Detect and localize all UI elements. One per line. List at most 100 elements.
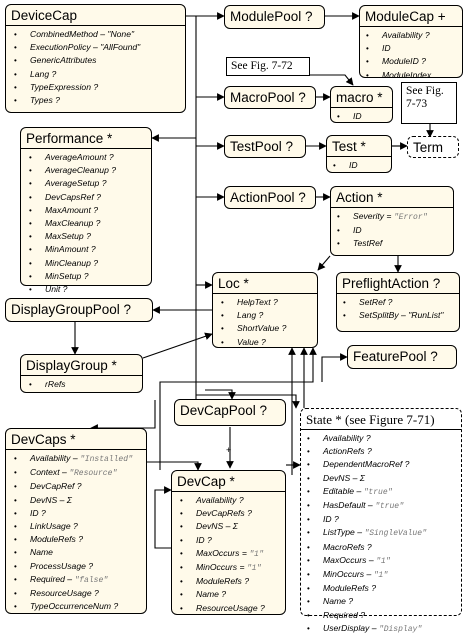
actionpool-box: ActionPool ? [224, 186, 316, 209]
devcaps-box: DevCaps * Availability – "Installed" Con… [5, 428, 147, 614]
action-box: Action * Severity = "Error" ID TestRef [330, 186, 454, 256]
arrow-to-devcaps [90, 400, 156, 432]
devcap-maxoccurs-value: "1" [249, 549, 264, 559]
featurepool-box: FeaturePool ? [347, 345, 457, 369]
devcaps-attr: DevNS – Σ [14, 494, 143, 507]
devcap-minoccurs-value: "1" [246, 564, 262, 574]
arrow-to-state [196, 394, 300, 409]
state-attr: DevNS – Σ [307, 472, 458, 485]
testpool-box: TestPool ? [224, 135, 306, 158]
featurepool-title: FeaturePool ? [353, 349, 438, 364]
devcaps-attr: Name [14, 546, 143, 559]
state-attr: UserDisplay – "Display" [307, 622, 458, 636]
devicecap-box: DeviceCap CombinedMethod – "None" Execut… [5, 4, 186, 113]
displaygroup-box: DisplayGroup * rRefs [20, 354, 143, 393]
devcap-attr: MaxOccurs = "1" [180, 547, 282, 561]
preflightaction-attr: SetSplitBy – "RunList" [343, 309, 456, 322]
devicecap-attr: CombinedMethod – "None" [14, 28, 182, 41]
arrow-to-featurepool [321, 353, 348, 382]
performance-attr: MinSetup ? [29, 270, 148, 283]
devicecap-attr: TypeExpression ? [14, 81, 182, 94]
state-attr: Editable – "true" [307, 485, 458, 499]
arrow-devcap-to-devcap-loop [154, 486, 172, 549]
devcaps-attr: DevCapRef ? [14, 480, 143, 493]
displaygrouppool-box: DisplayGroupPool ? [5, 298, 153, 322]
actionpool-title: ActionPool ? [230, 190, 306, 205]
performance-attr: Unit ? [29, 283, 148, 296]
macropool-box: MacroPool ? [224, 86, 316, 109]
state-attr: MaxOccurs – "1" [307, 554, 458, 568]
state-attr: ID ? [307, 513, 458, 526]
action-severity-value: "Error" [393, 213, 428, 222]
state-box: State * (see Figure 7-71) Availability ?… [300, 408, 462, 634]
devcap-attr: ResourceUsage ? [180, 602, 282, 615]
devcaps-context-value: "Resource" [69, 469, 118, 479]
preflightaction-title: PreflightAction ? [337, 273, 459, 294]
testpool-title: TestPool ? [230, 139, 294, 154]
devcap-attr: DevNS – Σ [180, 520, 282, 533]
devcaps-attr: Availability – "Installed" [14, 452, 143, 466]
performance-attr: DevCapsRef ? [29, 191, 148, 204]
performance-attr: MaxCleanup ? [29, 217, 148, 230]
devcaps-attr: Context – "Resource" [14, 466, 143, 480]
state-attr: MacroRefs ? [307, 541, 458, 554]
devcaps-attr: ID ? [14, 507, 143, 520]
performance-attr: AverageSetup ? [29, 177, 148, 190]
state-attr: ModuleRefs ? [307, 582, 458, 595]
loc-attr: HelpText ? [221, 296, 314, 309]
arrow-to-devcappool [205, 389, 236, 400]
modulecap-attr: ID [366, 42, 459, 55]
performance-box: Performance * AverageAmount ? AverageCle… [20, 127, 152, 294]
arrow-devcaps-to-loc [159, 347, 317, 470]
arrow-displaygroup-to-loc [142, 332, 213, 359]
devcaps-attr: ModuleRefs ? [14, 533, 143, 546]
see-fig-73-note: See Fig. 7-73 [401, 82, 457, 124]
state-attr: MinOccurs – "1" [307, 568, 458, 582]
devcaps-attr: TypeOccurrenceNum ? [14, 600, 143, 613]
loc-box: Loc * HelpText ? Lang ? ShortValue ? Val… [212, 272, 318, 348]
macro-title: macro * [331, 87, 392, 108]
performance-attr: MinCleanup ? [29, 257, 148, 270]
modulecap-title: ModuleCap + [360, 6, 462, 27]
devcap-attr: Name ? [180, 588, 282, 601]
devcap-attr: ModuleRefs ? [180, 575, 282, 588]
action-attr: ID [337, 224, 450, 237]
preflightaction-box: PreflightAction ? SetRef ? SetSplitBy – … [336, 272, 460, 332]
plus-mark: + [226, 445, 232, 455]
modulepool-box: ModulePool ? [224, 5, 325, 29]
test-title: Test * [327, 136, 391, 157]
devcap-attr: Availability ? [180, 494, 282, 507]
state-attr: ListType – "SingleValue" [307, 526, 458, 540]
test-box: Test * ID [326, 135, 392, 173]
action-attr: TestRef [337, 237, 450, 250]
state-minoccurs-value: "1" [373, 571, 389, 581]
devcap-attr: ID ? [180, 534, 282, 547]
devcaps-attr: ResourceUsage ? [14, 587, 143, 600]
macro-attr: ID [337, 110, 389, 123]
performance-attr: AverageAmount ? [29, 151, 148, 164]
state-title: State * (see Figure 7-71) [301, 409, 461, 430]
displaygrouppool-title: DisplayGroupPool ? [11, 302, 132, 317]
devcap-title: DevCap * [172, 471, 285, 492]
arrow-action-to-loc [317, 255, 331, 271]
devcap-attr: DevCapRefs ? [180, 507, 282, 520]
performance-attr: MinAmount ? [29, 243, 148, 256]
term-box: Term [407, 136, 459, 158]
devcap-attr: MinOccurs = "1" [180, 561, 282, 575]
modulecap-attr: Availability ? [366, 29, 459, 42]
devcaps-required-value: "false" [74, 575, 109, 585]
devicecap-attr: ExecutionPolicy – "AllFound" [14, 41, 182, 54]
performance-attr: AverageCleanup ? [29, 164, 148, 177]
devcappool-title: DevCapPool ? [180, 403, 268, 418]
devicecap-attr: Types ? [14, 94, 182, 107]
performance-attr: MaxSetup ? [29, 230, 148, 243]
devcaps-availability-value: "Installed" [80, 455, 133, 464]
devcaps-attr: Required – "false" [14, 573, 143, 587]
state-hasdefault-value: "true" [375, 502, 404, 512]
arrow-devcaps-to-devcap [147, 461, 202, 471]
test-attr: ID [333, 159, 388, 172]
displaygroup-title: DisplayGroup * [21, 355, 142, 376]
devcaps-attr: ProcessUsage ? [14, 560, 143, 573]
loc-attr: ShortValue ? [221, 322, 314, 335]
loc-title: Loc * [213, 273, 317, 294]
